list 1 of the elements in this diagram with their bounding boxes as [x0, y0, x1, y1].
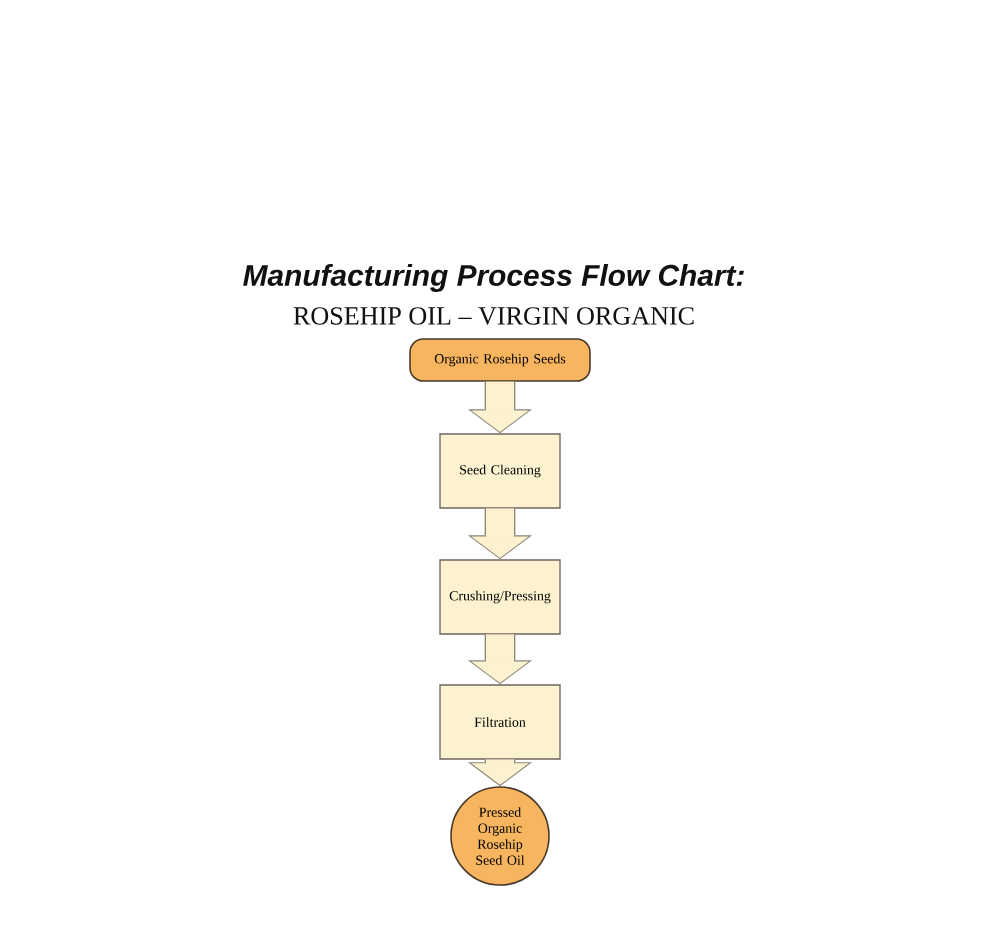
title: Manufacturing Process Flow Chart: [243, 264, 744, 292]
